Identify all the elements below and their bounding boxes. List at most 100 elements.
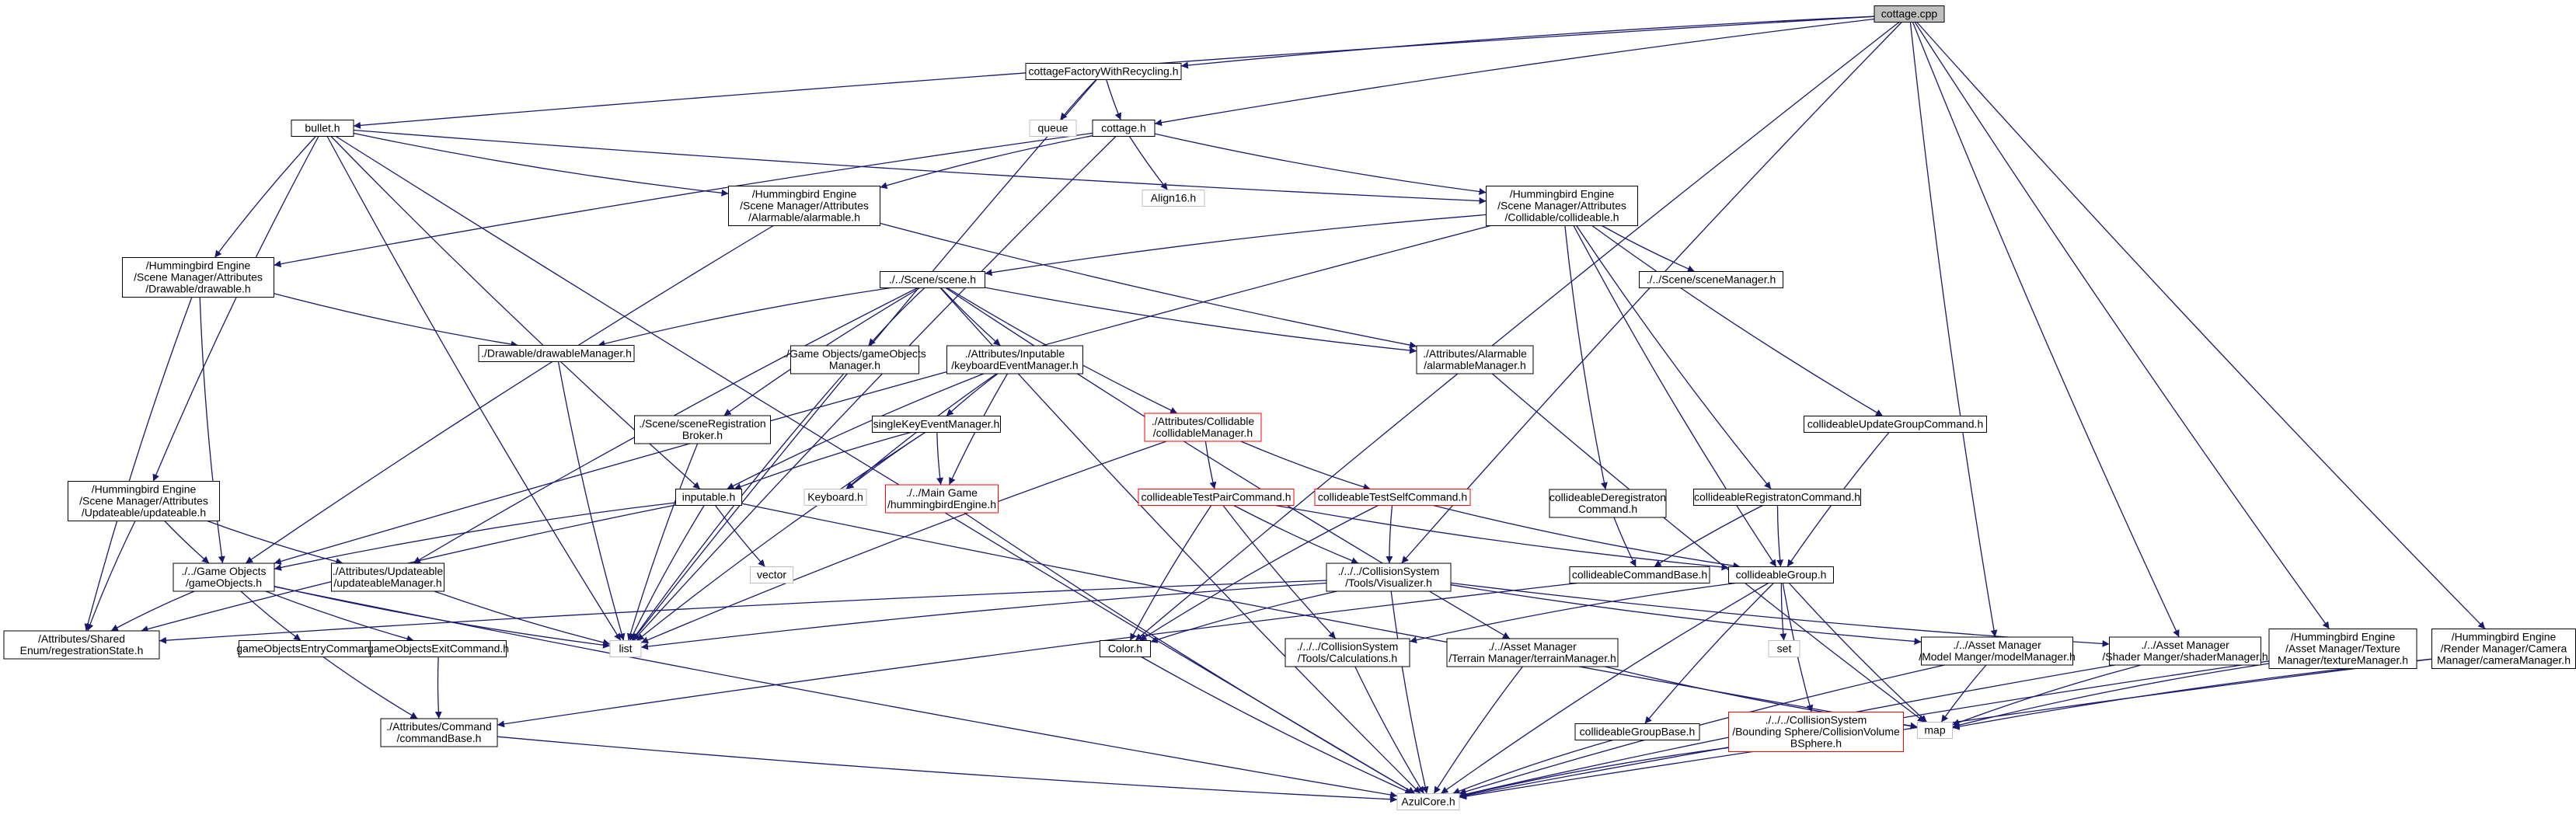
node-drawableManager[interactable]: ./Drawable/drawableManager.h xyxy=(478,345,635,362)
node-cfwr[interactable]: cottageFactoryWithRecycling.h xyxy=(1025,63,1182,80)
node-bsphere[interactable]: ./../../CollisionSystem/Bounding Sphere/… xyxy=(1728,712,1904,752)
node-label: /Hummingbird Engine xyxy=(2291,631,2396,643)
node-updateableManager[interactable]: ./Attributes/Updateable/updateableManage… xyxy=(331,562,444,592)
include-edge xyxy=(1776,505,1784,567)
node-color[interactable]: Color.h xyxy=(1100,640,1151,657)
include-edge xyxy=(497,736,1398,803)
node-updateable[interactable]: /Hummingbird Engine/Scene Manager/Attrib… xyxy=(68,481,220,521)
node-label: /Bounding Sphere/CollisionVolume xyxy=(1732,726,1900,738)
include-edge xyxy=(1135,21,1900,641)
node-singleKey[interactable]: singleKeyEventManager.h xyxy=(872,416,1001,433)
node-cottage_h[interactable]: cottage.h xyxy=(1092,120,1156,137)
node-label: /Hummingbird Engine xyxy=(1510,188,1615,200)
node-queue: queue xyxy=(1029,120,1077,137)
node-label: /Alarmable/alarmable.h xyxy=(748,211,860,224)
node-alarmableManager[interactable]: ./Attributes/Alarmable/alarmableManager.… xyxy=(1416,345,1534,374)
node-label: /Hummingbird Engine xyxy=(2452,631,2557,643)
include-edge xyxy=(1233,504,1359,564)
node-alarmable[interactable]: /Hummingbird Engine/Scene Manager/Attrib… xyxy=(728,186,880,226)
node-groupBase[interactable]: collideableGroupBase.h xyxy=(1574,723,1700,740)
node-collGroup[interactable]: collideableGroup.h xyxy=(1728,566,1834,583)
include-edge xyxy=(1952,664,2142,726)
node-box xyxy=(1917,722,1953,739)
include-edge xyxy=(86,521,136,632)
include-edge xyxy=(1459,747,1729,799)
node-cameraManager[interactable]: /Hummingbird Engine/Render Manager/Camer… xyxy=(2431,629,2576,669)
node-box xyxy=(173,562,275,592)
node-kbEventManager[interactable]: ./Attributes/Inputable/keyboardEventMana… xyxy=(946,345,1083,374)
node-collideable[interactable]: /Hummingbird Engine/Scene Manager/Attrib… xyxy=(1486,186,1638,226)
node-label: collideableCommandBase.h xyxy=(1572,569,1707,581)
node-calculations[interactable]: ./../../CollisionSystem/Tools/Calculatio… xyxy=(1285,638,1410,667)
node-hummingbird[interactable]: ./../Main Game/hummingbirdEngine.h xyxy=(885,484,999,514)
node-terrainManager[interactable]: ./../Asset Manager/Terrain Manager/terra… xyxy=(1446,638,1619,667)
node-collidableManager[interactable]: ./Attributes/Collidable/collidableManage… xyxy=(1144,413,1262,442)
node-testPair[interactable]: collideableTestPairCommand.h xyxy=(1138,489,1295,506)
node-box xyxy=(872,416,1001,433)
include-edge xyxy=(1128,136,1169,190)
node-sceneManager[interactable]: ./../Scene/sceneManager.h xyxy=(1639,271,1783,288)
include-edge xyxy=(164,521,210,564)
node-bullet[interactable]: bullet.h xyxy=(291,120,354,137)
node-commandBase[interactable]: ./Attributes/Command/commandBase.h xyxy=(380,718,498,747)
node-label: /Scene Manager/Attributes xyxy=(134,271,263,284)
node-shaderManager[interactable]: ./../Asset Manager/Shader Manger/shaderM… xyxy=(2102,636,2268,666)
node-cottage_cpp[interactable]: cottage.cpp xyxy=(1874,5,1945,23)
node-label: /Tools/Calculations.h xyxy=(1298,652,1397,664)
node-visualizer[interactable]: ./../../CollisionSystem/Tools/Visualizer… xyxy=(1326,562,1452,592)
node-updateGroupCmd[interactable]: collideableUpdateGroupCommand.h xyxy=(1804,416,1987,433)
node-label: AzulCore.h xyxy=(1401,796,1455,808)
include-edge xyxy=(1788,583,1928,723)
node-label: singleKeyEventManager.h xyxy=(873,418,1000,430)
include-edge xyxy=(274,502,676,571)
node-align16: Align16.h xyxy=(1142,190,1205,207)
node-label: ./Attributes/Updateable xyxy=(333,565,444,577)
node-regCmd[interactable]: collideableRegistratonCommand.h xyxy=(1693,489,1861,506)
node-box xyxy=(478,345,635,362)
node-label: /Model Manger/modelManager.h xyxy=(1919,650,2076,663)
include-edge xyxy=(1386,505,1393,564)
node-box xyxy=(790,345,919,374)
node-box xyxy=(1804,416,1987,433)
node-label: Align16.h xyxy=(1151,192,1196,204)
node-modelManager[interactable]: ./../Asset Manager/Model Manger/modelMan… xyxy=(1919,636,2076,666)
include-edge xyxy=(1779,583,1787,641)
node-textureManager[interactable]: /Hummingbird Engine/Asset Manager/Textur… xyxy=(2268,629,2417,669)
node-drawable[interactable]: /Hummingbird Engine/Scene Manager/Attrib… xyxy=(122,257,274,298)
node-label: cottage.h xyxy=(1101,122,1146,134)
node-box xyxy=(380,718,498,747)
include-edge xyxy=(207,520,343,566)
node-scene[interactable]: ./../Scene/scene.h xyxy=(880,271,985,288)
include-edge xyxy=(557,361,626,641)
node-goExit[interactable]: gameObjectsExitCommand.h xyxy=(368,640,509,657)
node-testSelf[interactable]: collideableTestSelfCommand.h xyxy=(1314,489,1471,506)
node-cmdBase[interactable]: collideableCommandBase.h xyxy=(1569,566,1710,583)
node-label: /commandBase.h xyxy=(397,732,482,744)
include-edge xyxy=(1440,582,1769,795)
include-edge xyxy=(1354,666,1424,794)
include-edge xyxy=(434,657,442,719)
include-edge xyxy=(1916,22,2486,629)
include-edge xyxy=(985,287,1417,354)
node-label: ./../Scene/scene.h xyxy=(889,273,976,286)
include-edge xyxy=(1644,583,1774,724)
node-inputable[interactable]: inputable.h xyxy=(675,489,742,506)
node-goEntry[interactable]: gameObjectsEntryCommand.h xyxy=(236,640,385,657)
node-box xyxy=(1100,640,1151,657)
node-box xyxy=(880,271,985,288)
node-label: /alarmableManager.h xyxy=(1424,359,1526,371)
node-label: /Shader Manger/shaderManager.h xyxy=(2102,650,2268,663)
include-edge xyxy=(274,586,1398,799)
node-label: cottageFactoryWithRecycling.h xyxy=(1029,65,1179,78)
node-regState[interactable]: /Attributes/SharedEnum/regestrationState… xyxy=(3,630,160,660)
include-edge xyxy=(1613,517,1637,567)
node-box xyxy=(1144,413,1262,442)
node-label: /Terrain Manager/terrainManager.h xyxy=(1448,652,1616,664)
node-gameObjects[interactable]: ./../Game Objects/gameObjects.h xyxy=(173,562,275,592)
include-edge xyxy=(274,293,518,348)
include-edge xyxy=(240,590,302,642)
node-label: list xyxy=(619,643,632,655)
